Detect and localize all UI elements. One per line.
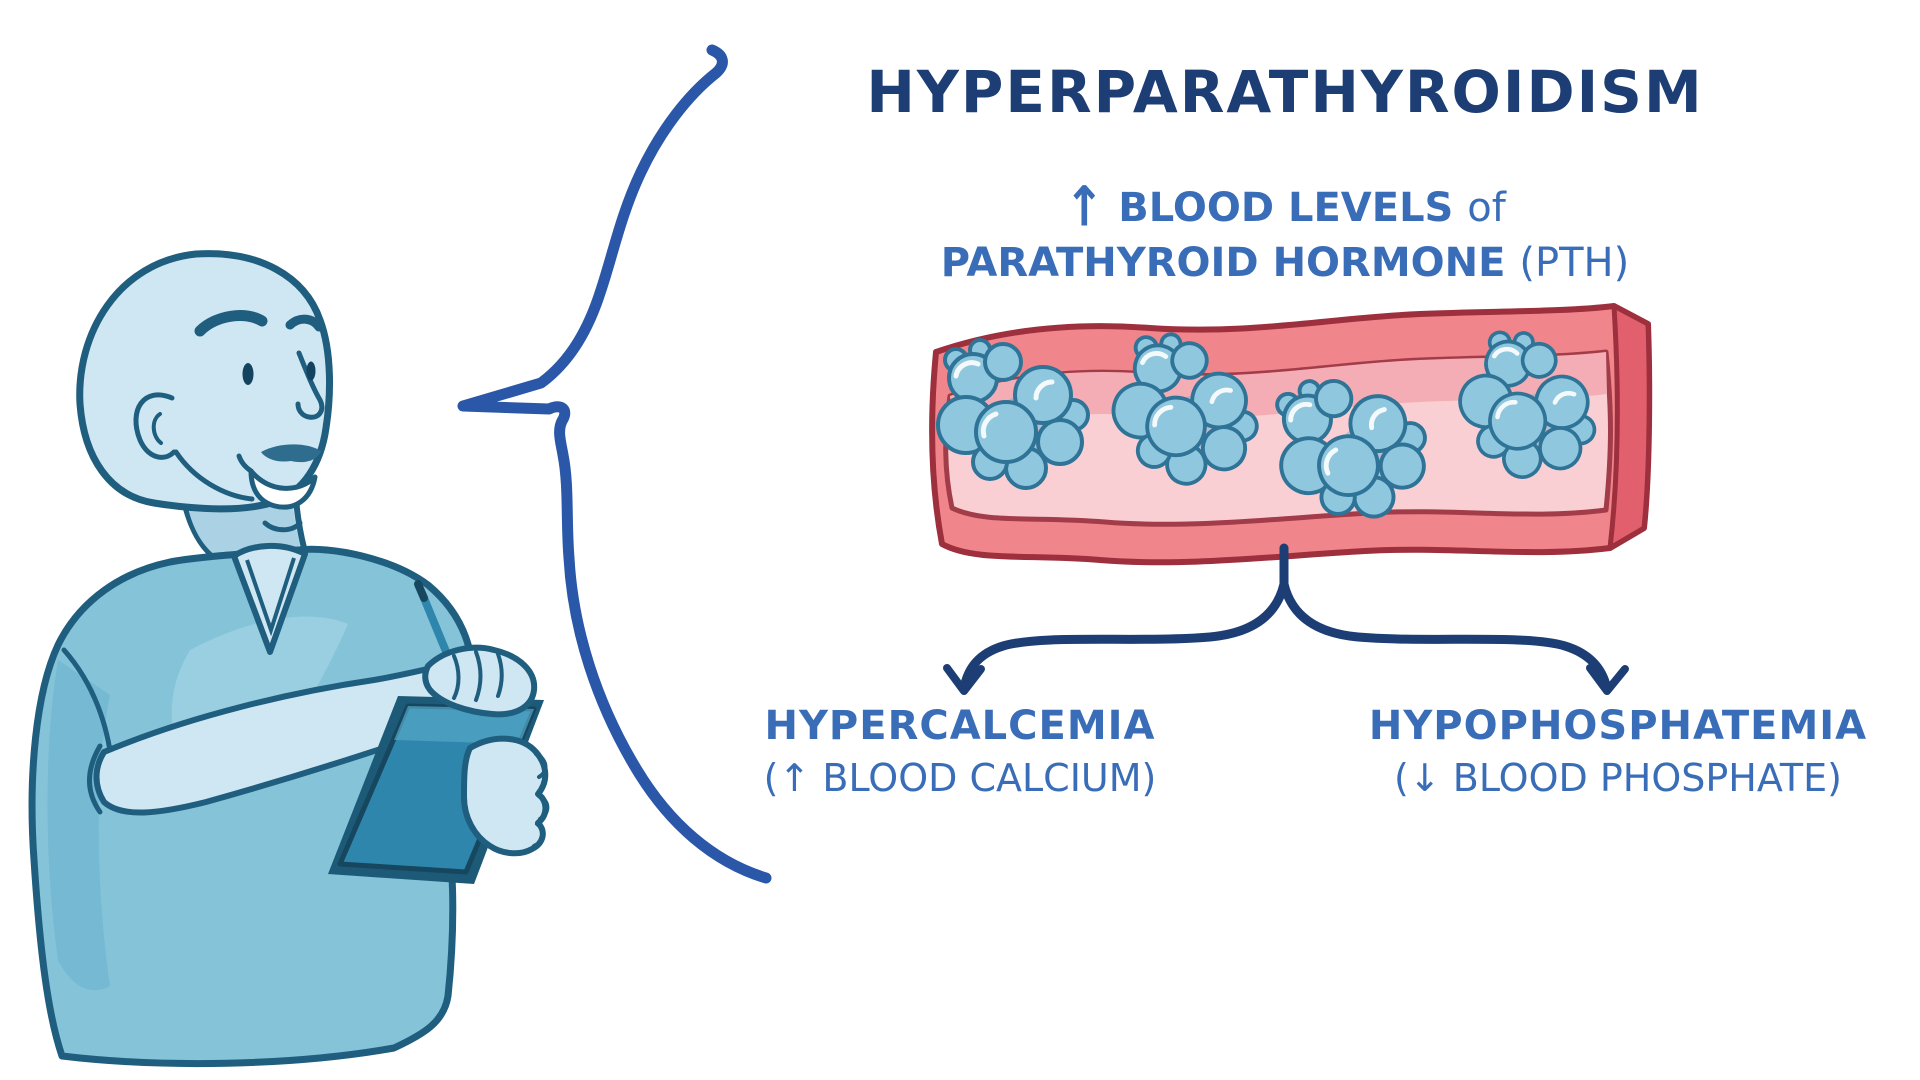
lumen-shade-band	[950, 352, 1607, 438]
scrub-shade	[47, 660, 110, 991]
branch-right-heading: HYPOPHOSPHATEMIA	[1368, 703, 1868, 749]
branch-brace-arrows	[943, 543, 1629, 695]
knuckle-lines	[532, 752, 550, 848]
vessel-cut-edge	[1607, 303, 1652, 551]
page-title: HYPERPARATHYROIDISM	[866, 58, 1704, 126]
subtitle-line1: ↑ BLOOD LEVELS of	[941, 174, 1629, 240]
subtitle-line1-suffix: of	[1467, 185, 1506, 231]
vneck-inner-line	[245, 557, 296, 637]
branch-label-hypophosphatemia: HYPOPHOSPHATEMIA (↓ BLOOD PHOSPHATE)	[1369, 700, 1867, 804]
pen-tip	[414, 580, 428, 602]
chin-crease	[262, 520, 303, 533]
ear-inner	[151, 412, 163, 445]
subtitle-line2-suffix: (PTH)	[1519, 240, 1630, 286]
doctor-figure	[28, 250, 550, 1068]
mouth	[248, 468, 318, 510]
blood-vessel-illustration	[929, 303, 1653, 566]
doctor-head	[76, 250, 333, 513]
arrowhead-right	[1586, 664, 1629, 695]
gripping-fist	[461, 735, 549, 857]
eye-left	[242, 363, 254, 385]
subtitle-line2: PARATHYROID HORMONE (PTH)	[941, 236, 1629, 291]
eyebrow-left	[194, 310, 268, 337]
eyebrow-right	[285, 314, 324, 332]
eye-right	[306, 361, 316, 381]
branch-left-heading: HYPERCALCEMIA	[764, 703, 1156, 749]
brace-left-arm	[959, 579, 1289, 694]
ear-icon	[133, 392, 177, 460]
brace-right-arm	[1279, 579, 1612, 694]
branch-label-hypercalcemia: HYPERCALCEMIA (↑ BLOOD CALCIUM)	[764, 700, 1157, 804]
branch-right-detail: (↓ BLOOD PHOSPHATE)	[1394, 756, 1842, 800]
speech-bubble	[457, 44, 772, 884]
doctor-torso-scrub	[28, 545, 477, 1068]
jaw-line	[173, 449, 255, 502]
arrowhead-left	[943, 664, 985, 695]
up-arrow-glyph: ↑	[1064, 174, 1105, 240]
mustache	[261, 444, 321, 463]
sleeve-hem	[87, 743, 103, 815]
subtitle-line1-main: BLOOD LEVELS	[1118, 185, 1454, 231]
subtitle-line2-main: PARATHYROID HORMONE	[940, 240, 1506, 286]
finger-creases	[452, 650, 504, 702]
subtitle: ↑ BLOOD LEVELS of PARATHYROID HORMONE (P…	[941, 174, 1629, 291]
branch-left-detail: (↑ BLOOD CALCIUM)	[763, 756, 1157, 800]
